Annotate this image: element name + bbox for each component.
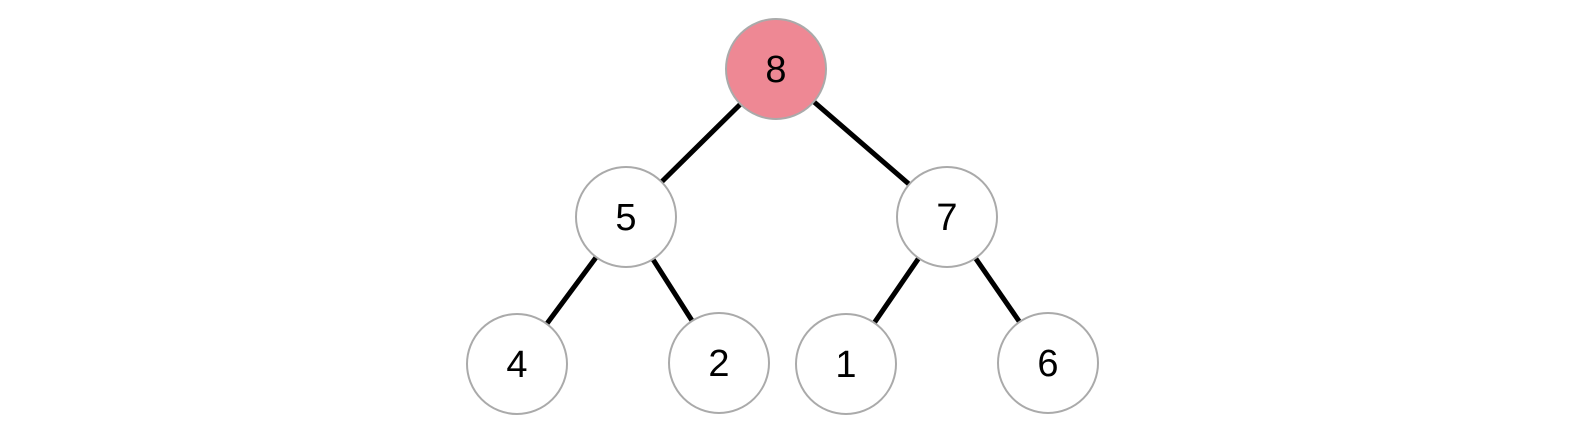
- tree-node-circle-8[interactable]: [725, 18, 827, 120]
- tree-node-1[interactable]: 1: [795, 313, 897, 415]
- tree-node-circle-1[interactable]: [795, 313, 897, 415]
- tree-node-5[interactable]: 5: [575, 166, 677, 268]
- tree-node-7[interactable]: 7: [896, 166, 998, 268]
- tree-node-8[interactable]: 8: [725, 18, 827, 120]
- tree-node-2[interactable]: 2: [668, 312, 770, 414]
- tree-node-circle-4[interactable]: [466, 313, 568, 415]
- tree-node-circle-7[interactable]: [896, 166, 998, 268]
- tree-node-6[interactable]: 6: [997, 312, 1099, 414]
- tree-node-circle-6[interactable]: [997, 312, 1099, 414]
- tree-node-circle-2[interactable]: [668, 312, 770, 414]
- tree-node-4[interactable]: 4: [466, 313, 568, 415]
- tree-node-circle-5[interactable]: [575, 166, 677, 268]
